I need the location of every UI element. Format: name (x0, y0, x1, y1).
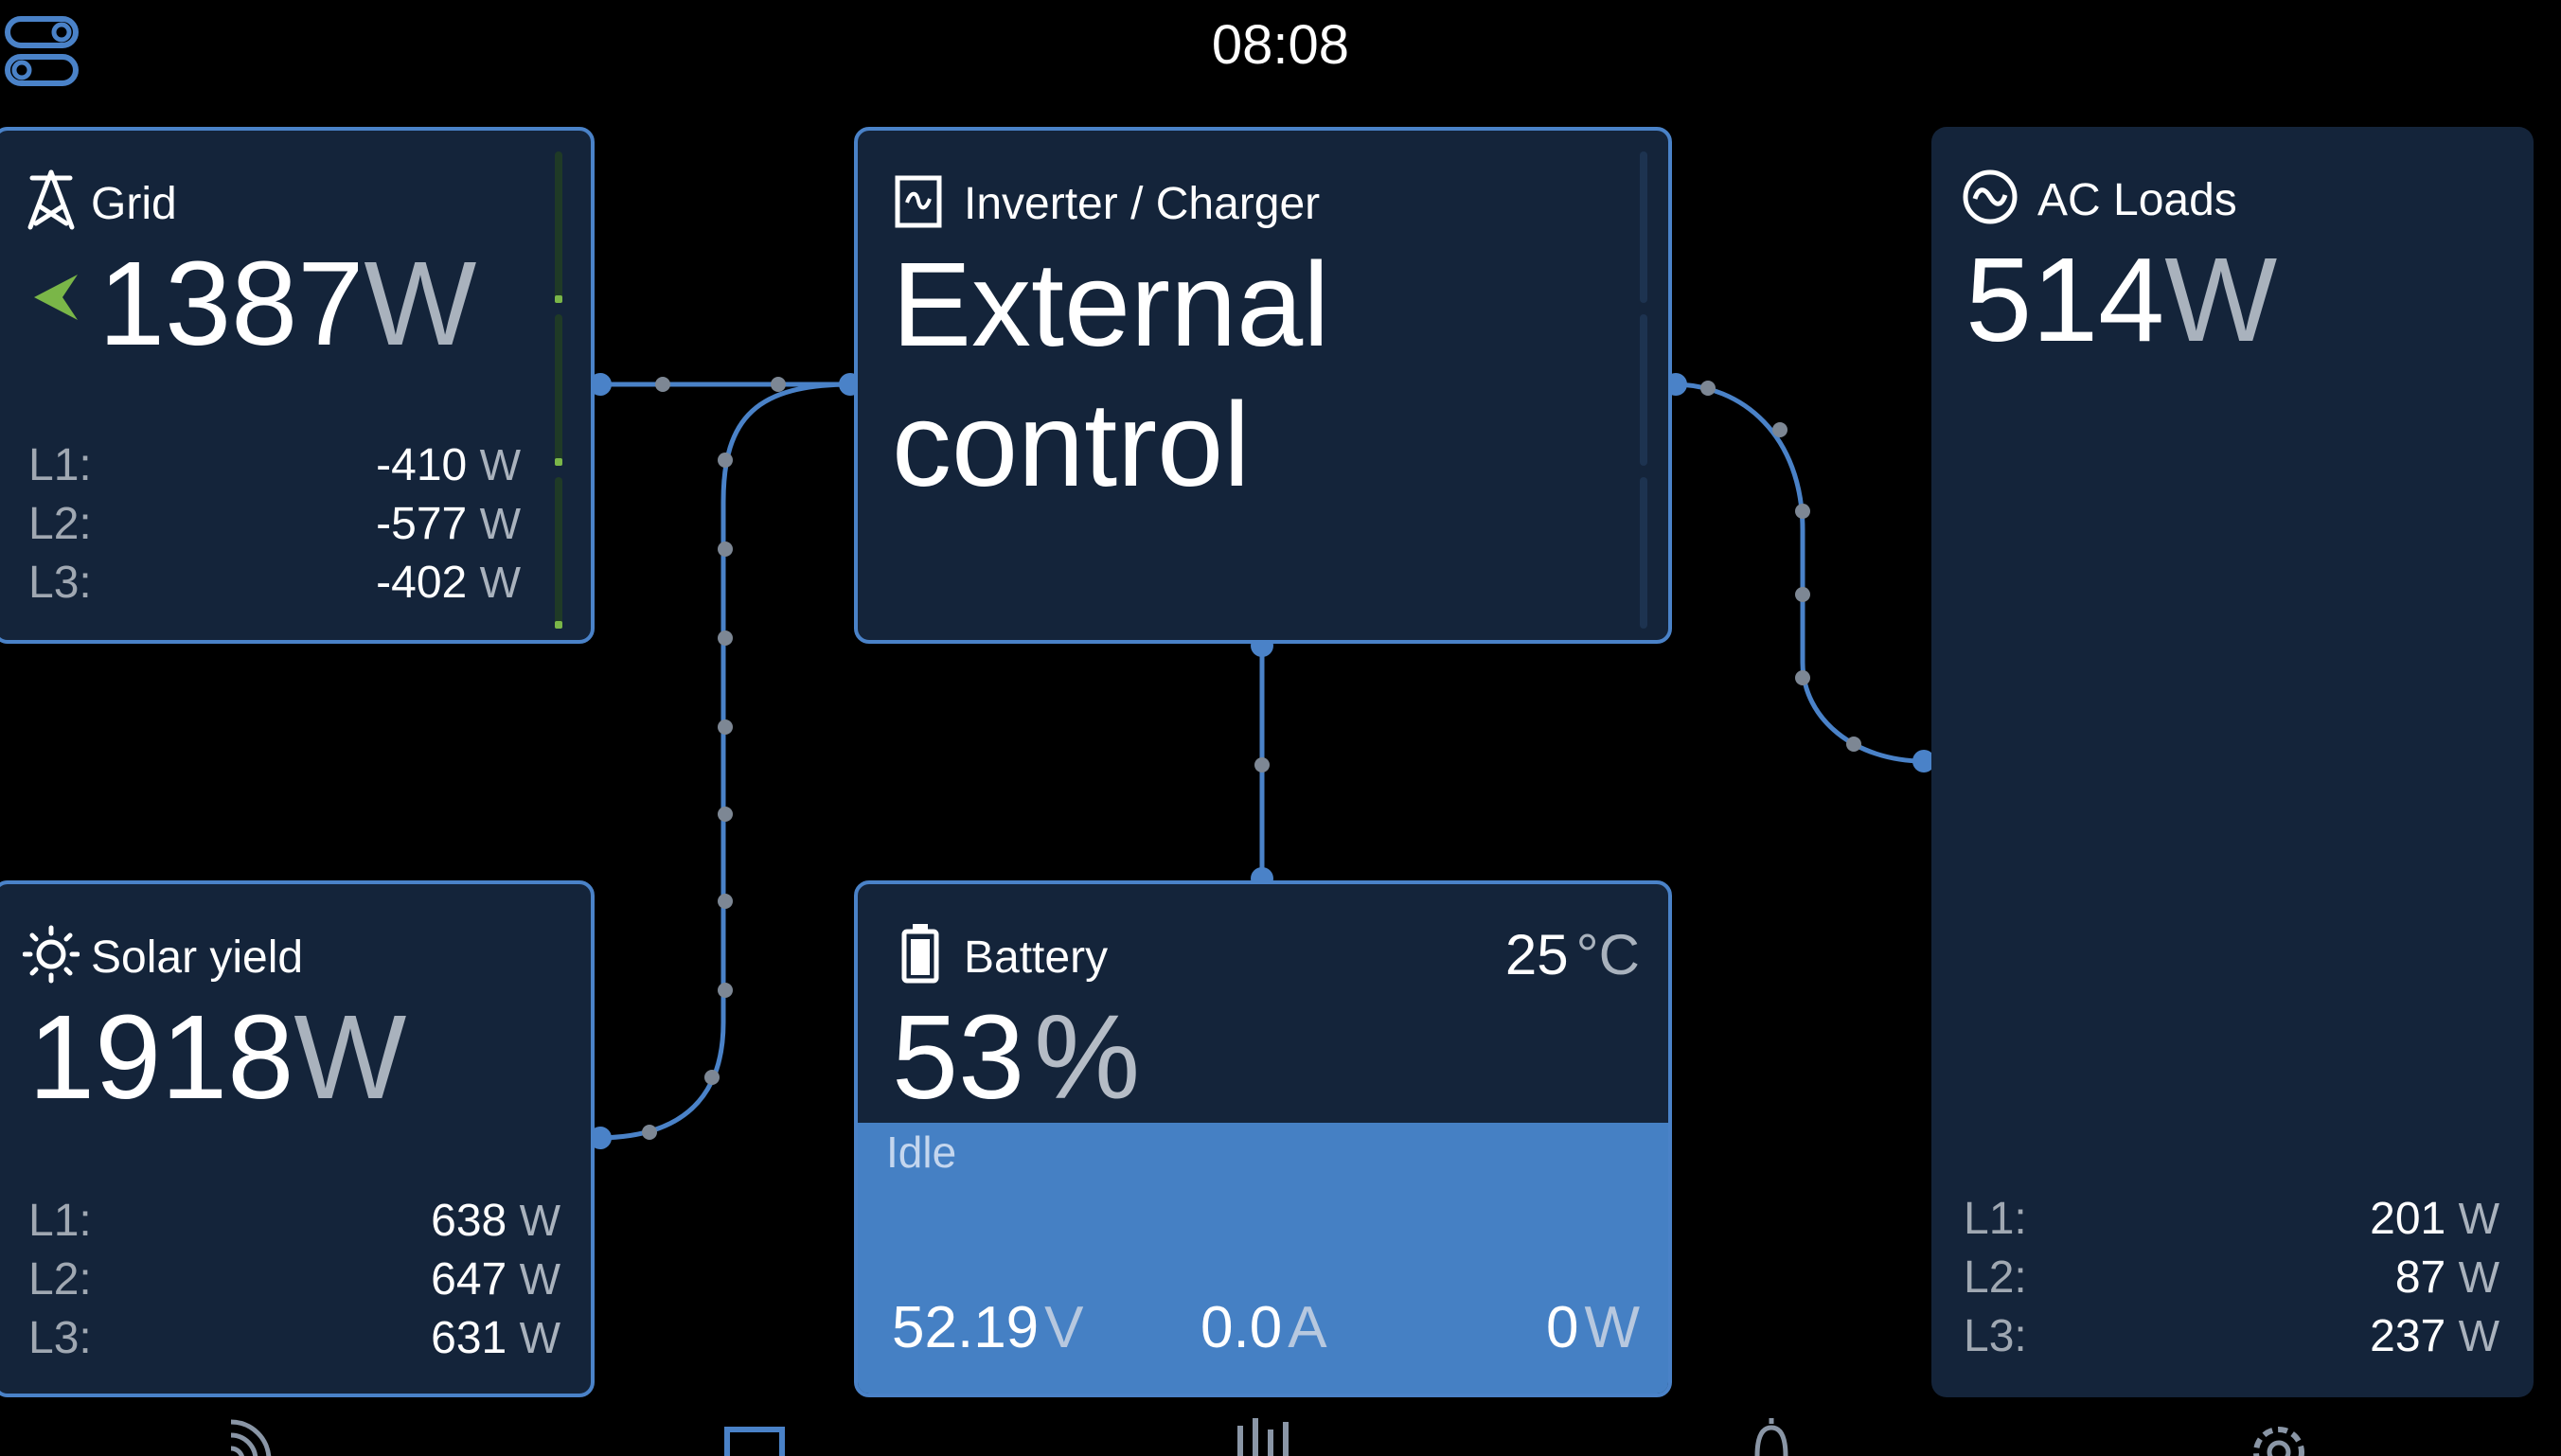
inverter-state: External control (892, 238, 1330, 511)
grid-phase-l1: L1: -410 W (28, 440, 521, 490)
solar-title: Solar yield (91, 932, 304, 983)
inverter-title: Inverter / Charger (964, 179, 1321, 229)
grid-phase-bar-l3 (555, 477, 562, 629)
grid-phase-bar-l2 (555, 314, 562, 466)
battery-temperature: 25°C (1504, 923, 1640, 986)
solar-phase-l1: L1: 638 W (28, 1196, 560, 1246)
battery-card[interactable]: Battery 25°C 53% Idle 52.19V 0.0A 0W (854, 880, 1672, 1397)
grid-power: 1387W (98, 237, 477, 370)
overview-icon[interactable] (721, 1414, 788, 1456)
grid-phase-l2: L2: -577 W (28, 499, 521, 549)
solar-yield-card[interactable]: Solar yield 1918W L1: 638 W L2: 647 W L3… (0, 880, 595, 1397)
inverter-phase-bar-l3 (1640, 477, 1647, 629)
ac-sine-icon (1963, 169, 2018, 224)
battery-soc: 53% (892, 990, 1141, 1124)
battery-state: Idle (886, 1128, 957, 1177)
sun-icon (23, 925, 80, 984)
clock: 08:08 (1211, 14, 1350, 76)
levels-icon[interactable] (1229, 1414, 1295, 1456)
remote-console-icon[interactable] (223, 1414, 290, 1456)
ac-loads-phase-l3: L3: 237 W (1964, 1311, 2499, 1361)
battery-icon (901, 924, 939, 984)
toggle-switch-icon[interactable] (4, 13, 80, 87)
battery-title: Battery (964, 932, 1109, 983)
grid-title: Grid (91, 179, 177, 229)
battery-power: 0W (1545, 1295, 1640, 1360)
inverter-phase-bar-l1 (1640, 151, 1647, 303)
inverter-icon (895, 175, 942, 228)
ac-loads-phase-l1: L1: 201 W (1964, 1194, 2499, 1244)
battery-current: 0.0A (1200, 1295, 1327, 1360)
arrow-left-icon (34, 275, 78, 320)
solar-phase-l2: L2: 647 W (28, 1254, 560, 1305)
battery-soc-fill (858, 1123, 1668, 1394)
solar-power: 1918W (28, 990, 407, 1124)
grid-card[interactable]: Grid 1387W L1: -410 W L2: -577 W L3: -40… (0, 127, 595, 644)
grid-phase-bar-l1 (555, 151, 562, 303)
battery-voltage: 52.19V (892, 1295, 1084, 1360)
ac-loads-phase-l2: L2: 87 W (1964, 1252, 2499, 1303)
ac-loads-title: AC Loads (2037, 175, 2237, 225)
ac-loads-power: 514W (1965, 233, 2278, 366)
ac-loads-card[interactable]: AC Loads 514W L1: 201 W L2: 87 W L3: 237… (1931, 127, 2534, 1397)
inverter-phase-bar-l2 (1640, 314, 1647, 466)
settings-icon[interactable] (2246, 1414, 2312, 1456)
inverter-charger-card[interactable]: Inverter / Charger External control (854, 127, 1672, 644)
notifications-icon[interactable] (1738, 1414, 1805, 1456)
transmission-tower-icon (27, 169, 75, 230)
solar-phase-l3: L3: 631 W (28, 1313, 560, 1363)
grid-phase-l3: L3: -402 W (28, 558, 521, 608)
